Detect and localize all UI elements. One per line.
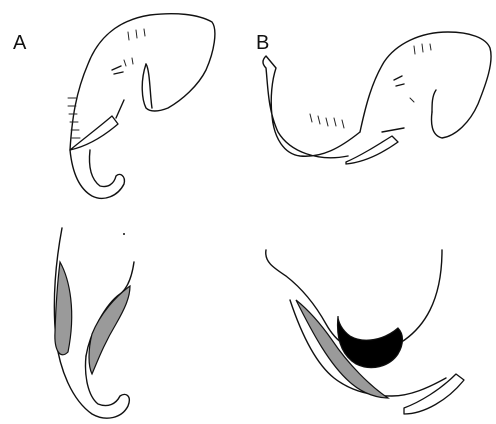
head-outline-b	[360, 32, 491, 138]
elephant-head-b	[263, 32, 491, 164]
ear-edge-b	[432, 90, 436, 112]
forehead-wrinkles-a	[124, 29, 145, 66]
trunk-wrinkles-a	[68, 98, 80, 138]
grey-region-a-right	[89, 286, 130, 374]
trunk-b	[263, 56, 360, 158]
tusk-b-detail	[404, 374, 464, 414]
mouth-a	[116, 100, 124, 118]
tusk-a	[70, 116, 118, 150]
grey-region-a-left	[55, 262, 72, 355]
elephant-head-a	[68, 14, 215, 199]
panel-label-a: A	[13, 32, 27, 54]
trunk-wrinkles-b	[310, 114, 344, 128]
eye-b	[394, 76, 404, 86]
trunk-detail-a	[54, 228, 134, 418]
trunk-outline-b-upper	[266, 250, 442, 352]
head-outline-a	[70, 14, 215, 150]
small-dot-a	[123, 233, 125, 235]
trunk-a	[70, 150, 124, 198]
tusk-b	[346, 136, 398, 164]
panel-label-b: B	[256, 32, 269, 54]
trunk-detail-b	[266, 250, 464, 414]
ear-edge-a	[146, 64, 152, 108]
mouth-b	[382, 128, 404, 132]
forehead-wrinkles-b	[410, 44, 431, 102]
eye-a	[112, 66, 123, 74]
